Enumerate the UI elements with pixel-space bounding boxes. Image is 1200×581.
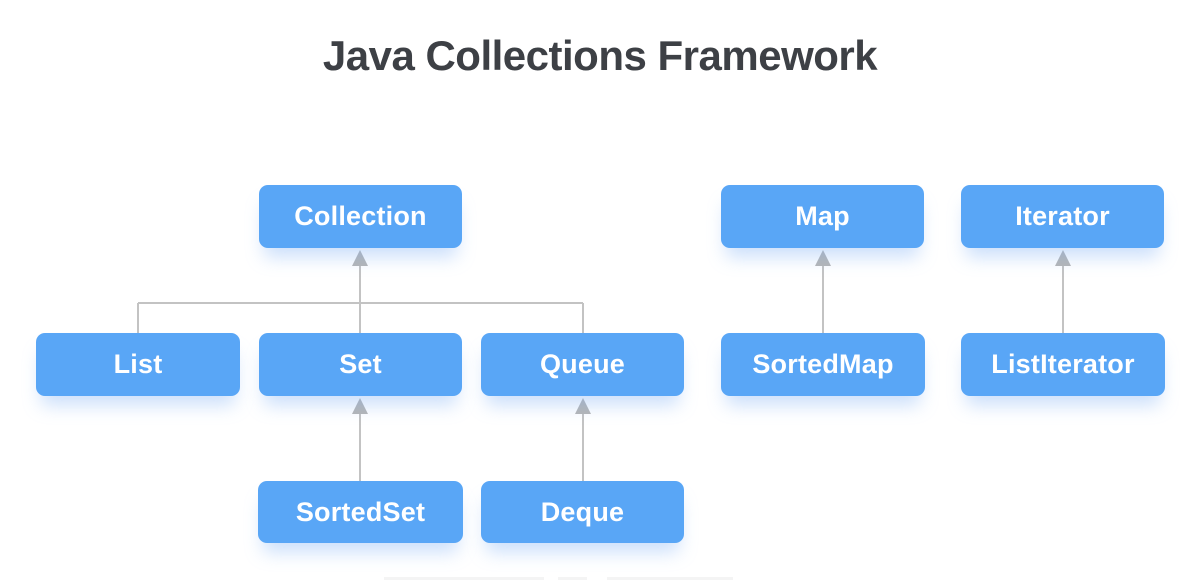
node-label-iterator: Iterator xyxy=(1015,201,1110,231)
node-label-sortedset: SortedSet xyxy=(295,496,426,527)
artifact-bar xyxy=(384,577,544,580)
node-set: Set xyxy=(259,333,462,396)
arrow-into-map-icon xyxy=(815,250,831,266)
node-sortedset: SortedSet xyxy=(258,481,463,543)
arrow-into-collection-icon xyxy=(352,250,368,266)
node-deque: Deque xyxy=(481,481,684,543)
node-label-list: List xyxy=(113,349,163,379)
node-label-collection: Collection xyxy=(294,201,427,231)
artifact-bar xyxy=(558,577,587,580)
node-iterator: Iterator xyxy=(961,185,1164,248)
node-label-map: Map xyxy=(795,201,850,231)
node-map: Map xyxy=(721,185,924,248)
node-queue: Queue xyxy=(481,333,684,396)
artifact-bar xyxy=(607,577,733,580)
node-label-sortedmap: SortedMap xyxy=(752,349,894,379)
node-label-listiterator: ListIterator xyxy=(991,349,1135,379)
node-list: List xyxy=(36,333,240,396)
node-sortedmap: SortedMap xyxy=(721,333,925,396)
node-label-queue: Queue xyxy=(539,349,626,379)
node-label-set: Set xyxy=(339,349,382,379)
arrow-into-iterator-icon xyxy=(1055,250,1071,266)
diagram-title: Java Collections Framework xyxy=(322,32,878,79)
arrow-into-set-icon xyxy=(352,398,368,414)
node-label-deque: Deque xyxy=(540,496,625,527)
node-collection: Collection xyxy=(259,185,462,248)
arrow-into-queue-icon xyxy=(575,398,591,414)
node-listiterator: ListIterator xyxy=(961,333,1165,396)
